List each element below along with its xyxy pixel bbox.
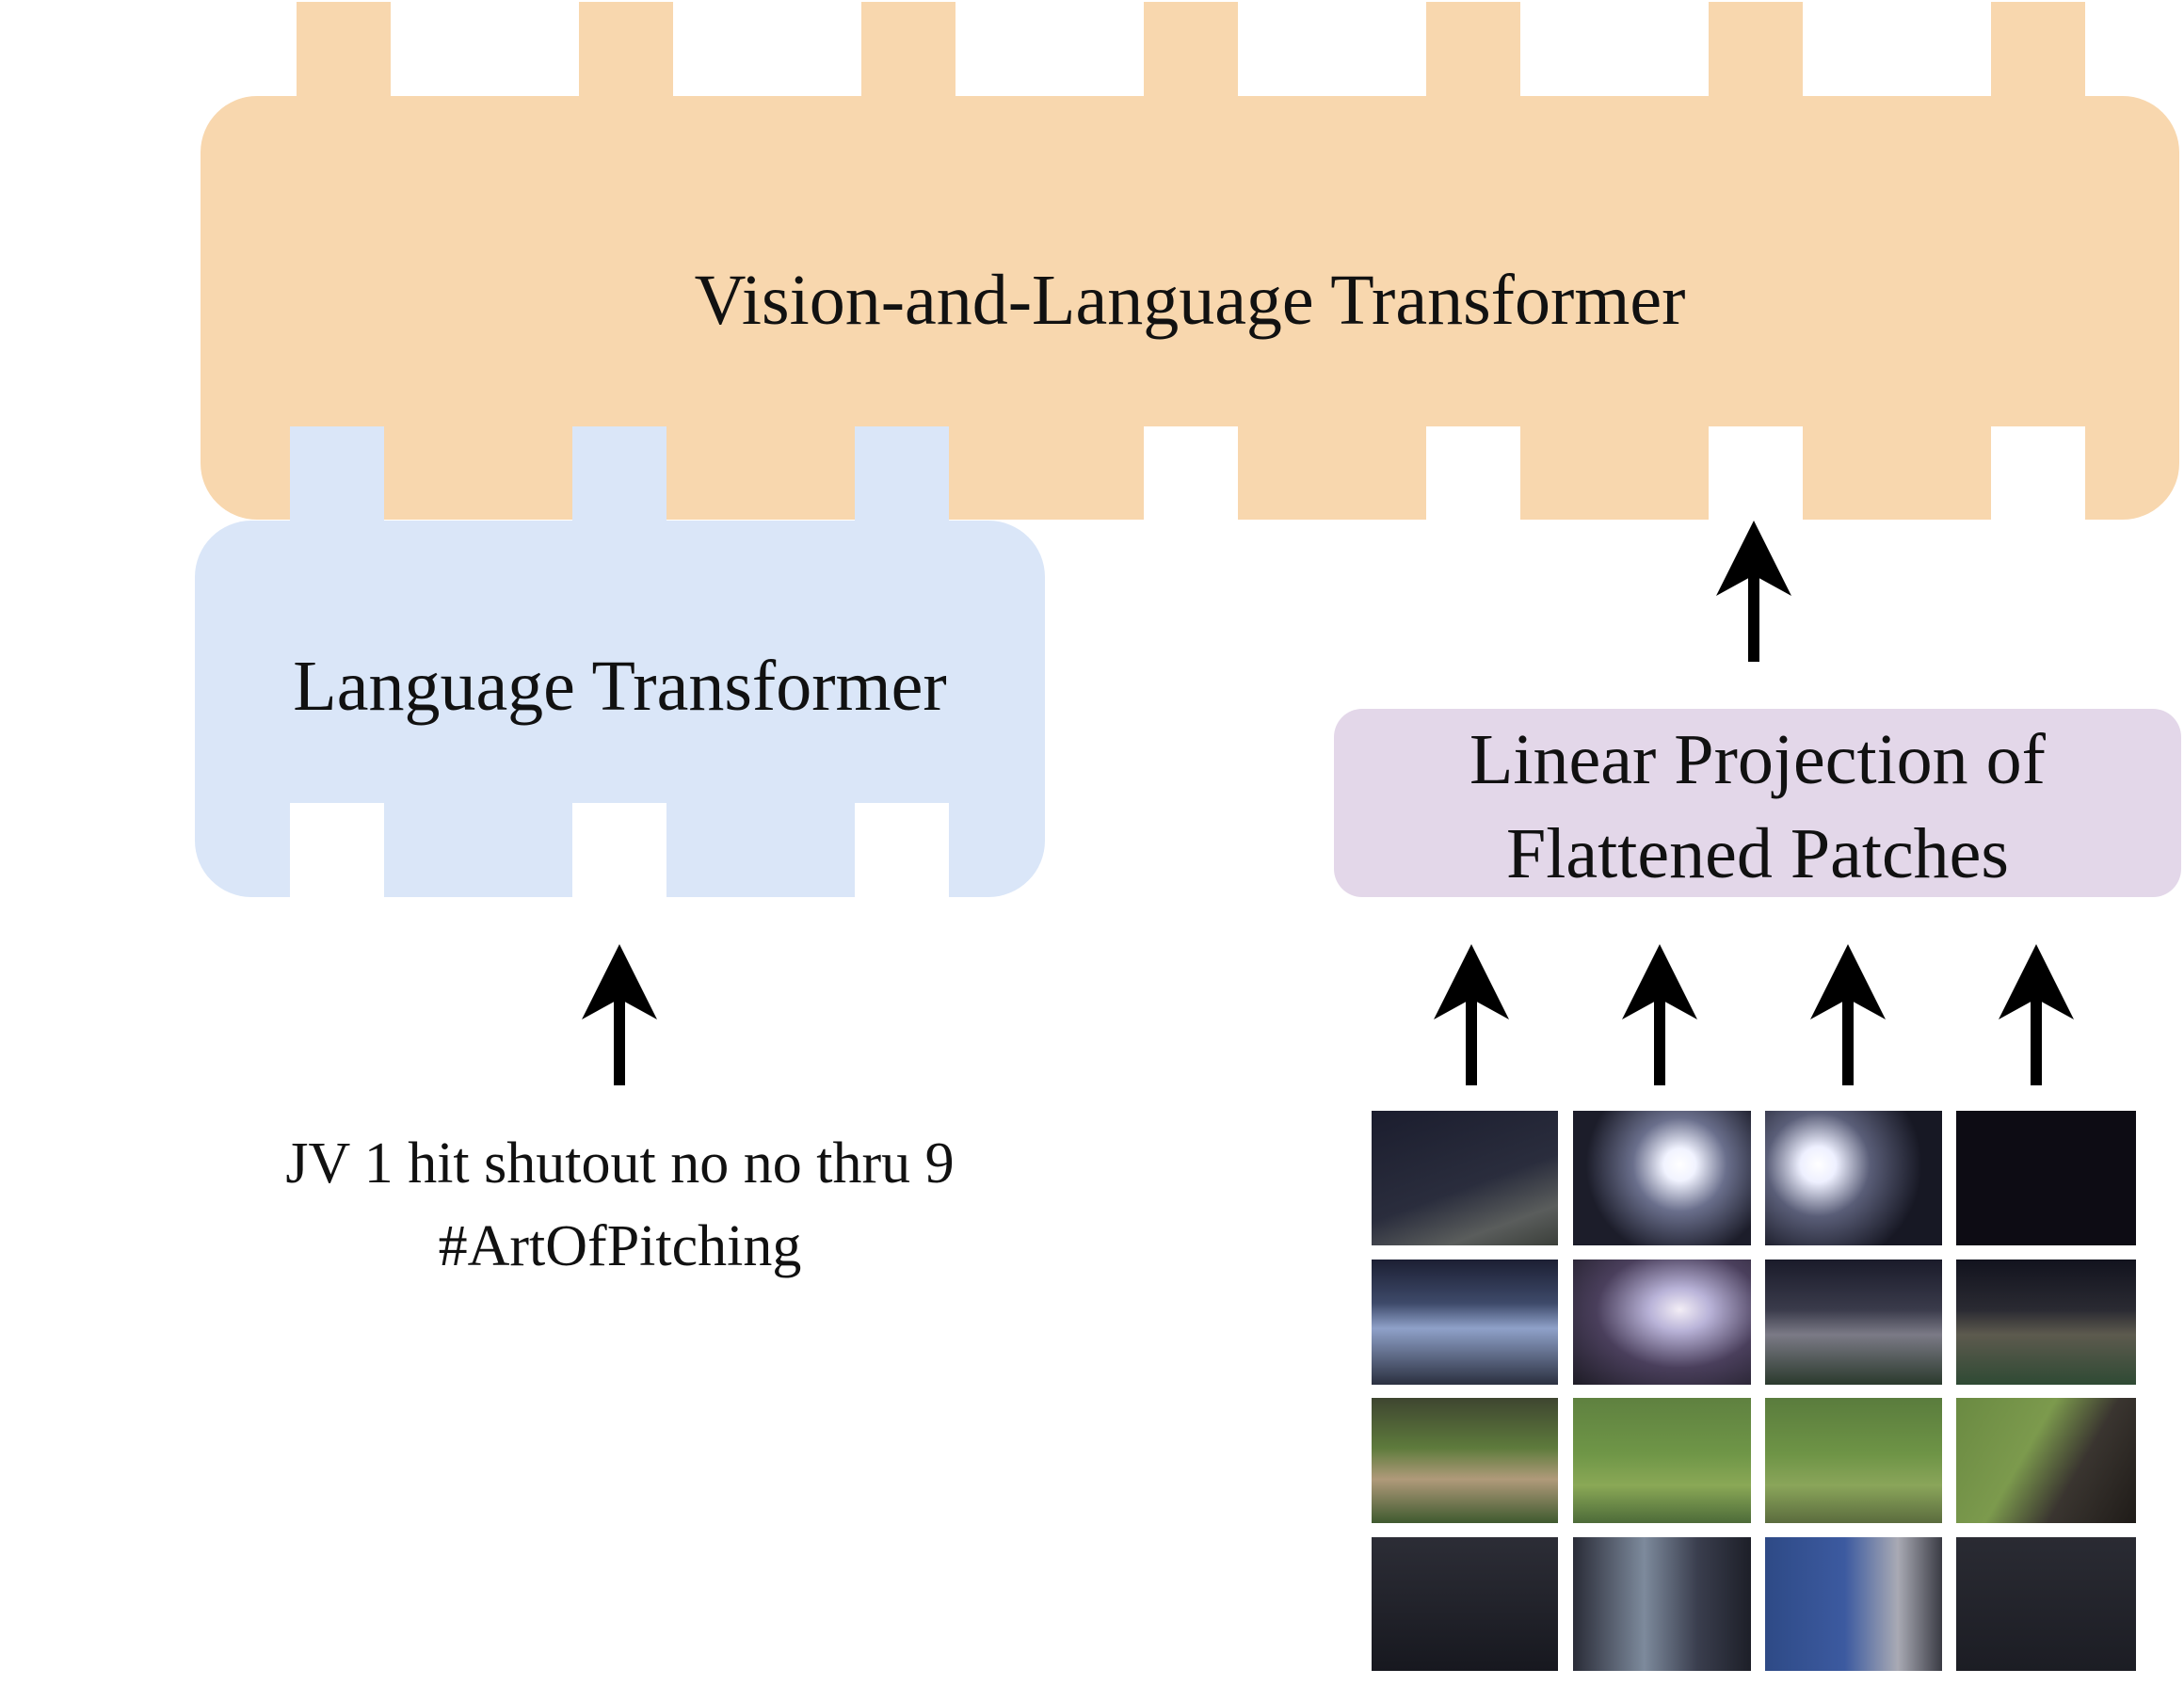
up-arrow-icon xyxy=(1999,944,2074,1085)
image-patch xyxy=(1956,1260,2136,1385)
text-input-caption: JV 1 hit shutout no no thru 9 #ArtOfPitc… xyxy=(195,1122,1045,1288)
up-arrow-icon xyxy=(1434,944,1509,1085)
image-patch xyxy=(1372,1537,1558,1671)
image-patch xyxy=(1372,1111,1558,1245)
vl-output-token xyxy=(1144,2,1238,105)
image-patch xyxy=(1573,1398,1751,1523)
image-patch xyxy=(1765,1398,1942,1523)
language-input-slot xyxy=(855,803,949,899)
vl-output-token xyxy=(1426,2,1520,105)
image-patch xyxy=(1573,1111,1751,1245)
up-arrow-icon xyxy=(1810,944,1886,1085)
text-input-line2: #ArtOfPitching xyxy=(438,1214,802,1278)
image-patch xyxy=(1573,1537,1751,1671)
language-input-slot xyxy=(572,803,666,899)
vl-input-slot xyxy=(1709,426,1803,522)
up-arrow-icon xyxy=(582,944,657,1085)
linear-projection-label-line2: Flattened Patches xyxy=(1506,814,2009,893)
linear-projection-label: Linear Projection of Flattened Patches xyxy=(1334,713,2181,901)
vl-input-slot xyxy=(1426,426,1520,522)
vl-input-slot xyxy=(1991,426,2085,522)
vl-transformer-label: Vision-and-Language Transformer xyxy=(694,261,1686,340)
language-output-token xyxy=(572,426,666,549)
linear-projection-block xyxy=(1334,709,2181,897)
vl-output-token xyxy=(861,2,956,105)
language-input-slot xyxy=(290,803,384,899)
image-patch xyxy=(1956,1111,2136,1245)
vl-output-token xyxy=(579,2,673,105)
vl-output-token xyxy=(1991,2,2085,105)
image-patch-grid xyxy=(1372,1111,2136,1671)
up-arrow-icon xyxy=(1716,521,1791,662)
image-patch xyxy=(1372,1260,1558,1385)
up-arrow-icon xyxy=(1622,944,1697,1085)
image-patch xyxy=(1765,1260,1942,1385)
vl-output-token xyxy=(1709,2,1803,105)
linear-projection-label-line1: Linear Projection of xyxy=(1469,720,2046,799)
language-output-token xyxy=(290,426,384,549)
image-patch xyxy=(1956,1398,2136,1523)
language-output-token xyxy=(855,426,949,549)
image-patch xyxy=(1573,1260,1751,1385)
language-transformer-label: Language Transformer xyxy=(293,647,947,726)
image-patch xyxy=(1765,1111,1942,1245)
text-input-line1: JV 1 hit shutout no no thru 9 xyxy=(285,1131,955,1196)
vl-output-token xyxy=(297,2,391,105)
image-patch xyxy=(1956,1537,2136,1671)
vl-input-slot xyxy=(1144,426,1238,522)
image-patch xyxy=(1765,1537,1942,1671)
image-patch xyxy=(1372,1398,1558,1523)
